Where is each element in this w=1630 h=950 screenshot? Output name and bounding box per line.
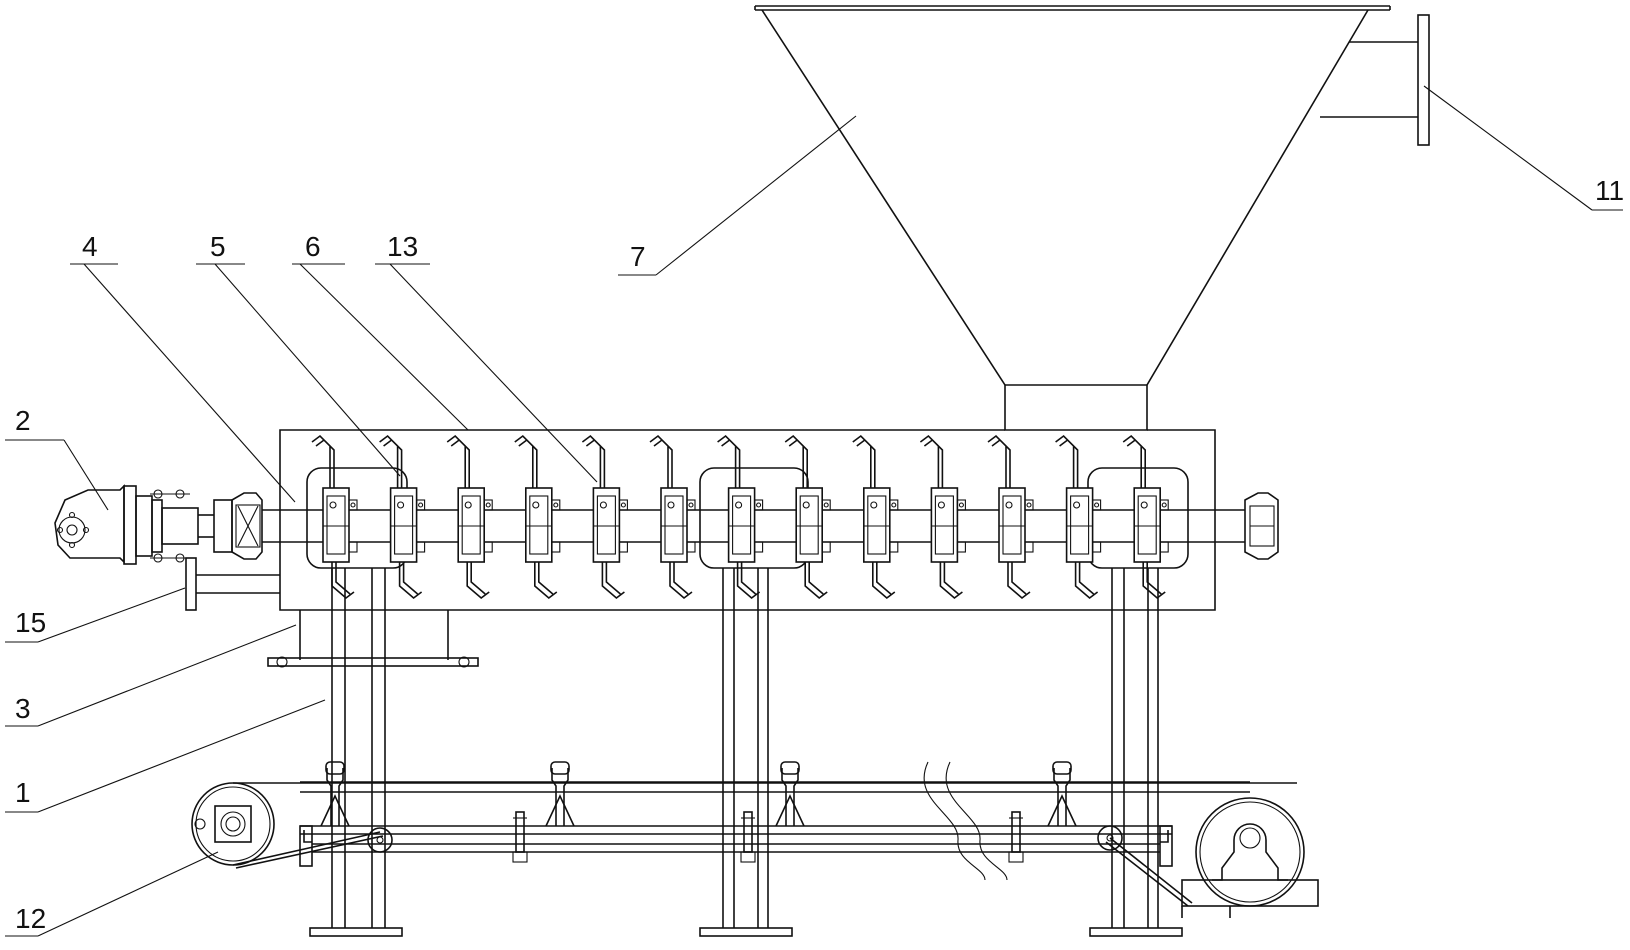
callout-13: 13 [387,231,418,262]
inlet-pipe-flange [1320,14,1430,146]
drive-motor [54,484,263,565]
paddle-assembly [919,434,966,600]
return-bracket [740,811,756,863]
paddle-assembly [311,434,358,600]
conveyor-roller [545,761,575,827]
paddle-assembly [379,434,426,600]
callout-15: 15 [15,607,46,638]
callout-4: 4 [82,231,98,262]
belt-conveyor [191,781,1319,918]
callout-3: 3 [15,693,31,724]
callout-12: 12 [15,903,46,934]
break-lines [923,761,1008,881]
base-support [267,610,479,668]
return-bracket [1008,811,1024,863]
paddle-assembly [717,434,764,600]
paddle-group [311,434,1169,600]
paddle-assembly [1055,434,1102,600]
callout-labels: 2 4 5 6 13 7 11 15 3 1 12 [15,175,1624,934]
callout-1: 1 [15,777,31,808]
paddle-assembly [446,434,493,600]
hopper [754,5,1391,431]
support-legs [309,568,1183,937]
conveyor-roller [1047,761,1077,827]
paddle-assembly [581,434,628,600]
callout-2: 2 [15,405,31,436]
conveyor-roller [775,761,805,827]
leader-lines [5,85,1623,937]
callout-7: 7 [630,241,646,272]
outlet-pipe-flange [185,557,280,611]
mixer-housing [279,429,1216,611]
callout-6: 6 [305,231,321,262]
return-bracket [512,811,528,863]
conveyor-roller [320,761,350,827]
paddle-assembly [514,434,561,600]
right-bearing [1244,492,1279,560]
roller-group [320,761,1077,863]
paddle-assembly [1122,434,1169,600]
paddle-assembly [852,434,899,600]
paddle-assembly [987,434,1034,600]
callout-5: 5 [210,231,226,262]
callout-11: 11 [1595,175,1624,206]
paddle-assembly [784,434,831,600]
paddle-assembly [649,434,696,600]
